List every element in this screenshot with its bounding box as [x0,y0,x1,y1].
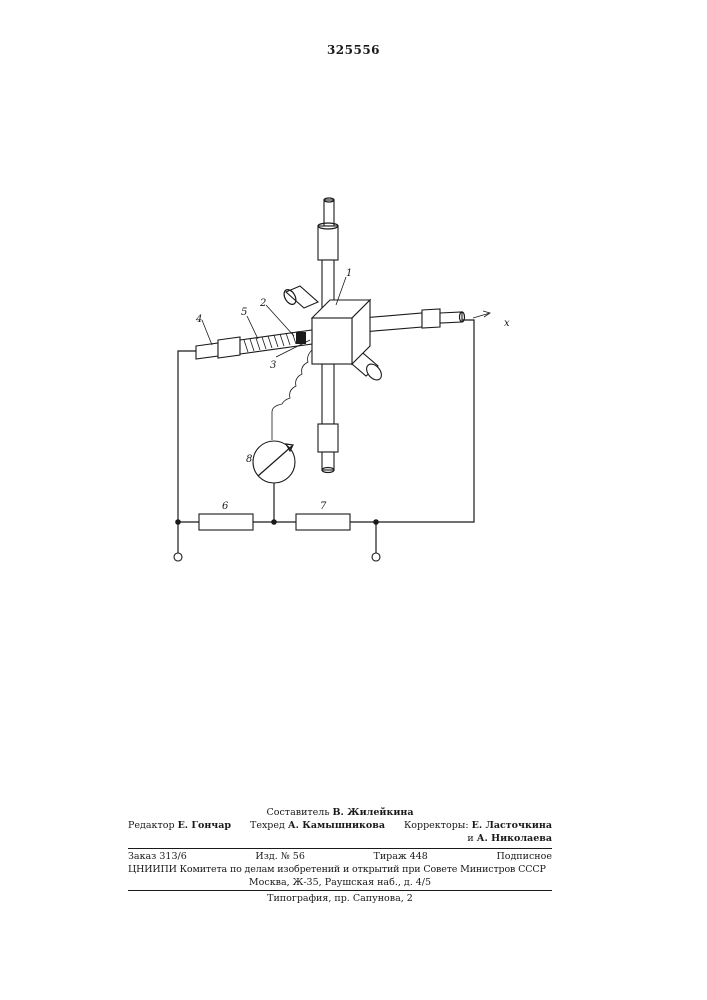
left-sensor [196,330,312,359]
divider-top [128,848,552,849]
terminal-left [174,553,182,561]
label-7: 7 [320,501,327,512]
compiler-line: Составитель В. Жилейкина [128,806,552,819]
resistor-7 [296,514,350,530]
corrector-2-line: и А. Николаева [128,832,552,845]
org-line: ЦНИИПИ Комитета по делам изобретений и о… [128,863,552,876]
address-line: Москва, Ж-35, Раушская наб., д. 4/5 [128,876,552,889]
resistor-6 [199,514,253,530]
vertical-rod-bottom [318,364,338,473]
printing-line: Типография, пр. Сапунова, 2 [128,892,552,905]
label-1: 1 [346,268,352,279]
editors-line: Редактор Е. Гончар Техред А. Камышникова… [128,819,552,832]
label-6: 6 [222,501,229,512]
cube-body [312,300,370,364]
order-line: Заказ 313/6 Изд. № 56 Тираж 448 Подписно… [128,850,552,863]
techred: Техред А. Камышникова [250,819,385,832]
terminal-right [372,553,380,561]
label-5: 5 [241,307,247,318]
vertical-rod-top [318,198,338,308]
meter [253,441,295,522]
divider-bottom [128,890,552,891]
label-3: 3 [270,360,276,371]
imprint-credits: Составитель В. Жилейкина Редактор Е. Гон… [128,806,552,845]
horizontal-rod-right [362,309,465,332]
imprint-publication: Заказ 313/6 Изд. № 56 Тираж 448 Подписно… [128,850,552,889]
editor: Редактор Е. Гончар [128,819,231,832]
label-x: x [504,318,510,329]
label-8: 8 [246,454,252,465]
back-stub [282,286,318,308]
correctors: Корректоры: Е. Ласточкина [404,819,552,832]
wavy-wire [272,350,312,440]
label-2: 2 [259,298,266,309]
label-4: 4 [195,314,202,325]
